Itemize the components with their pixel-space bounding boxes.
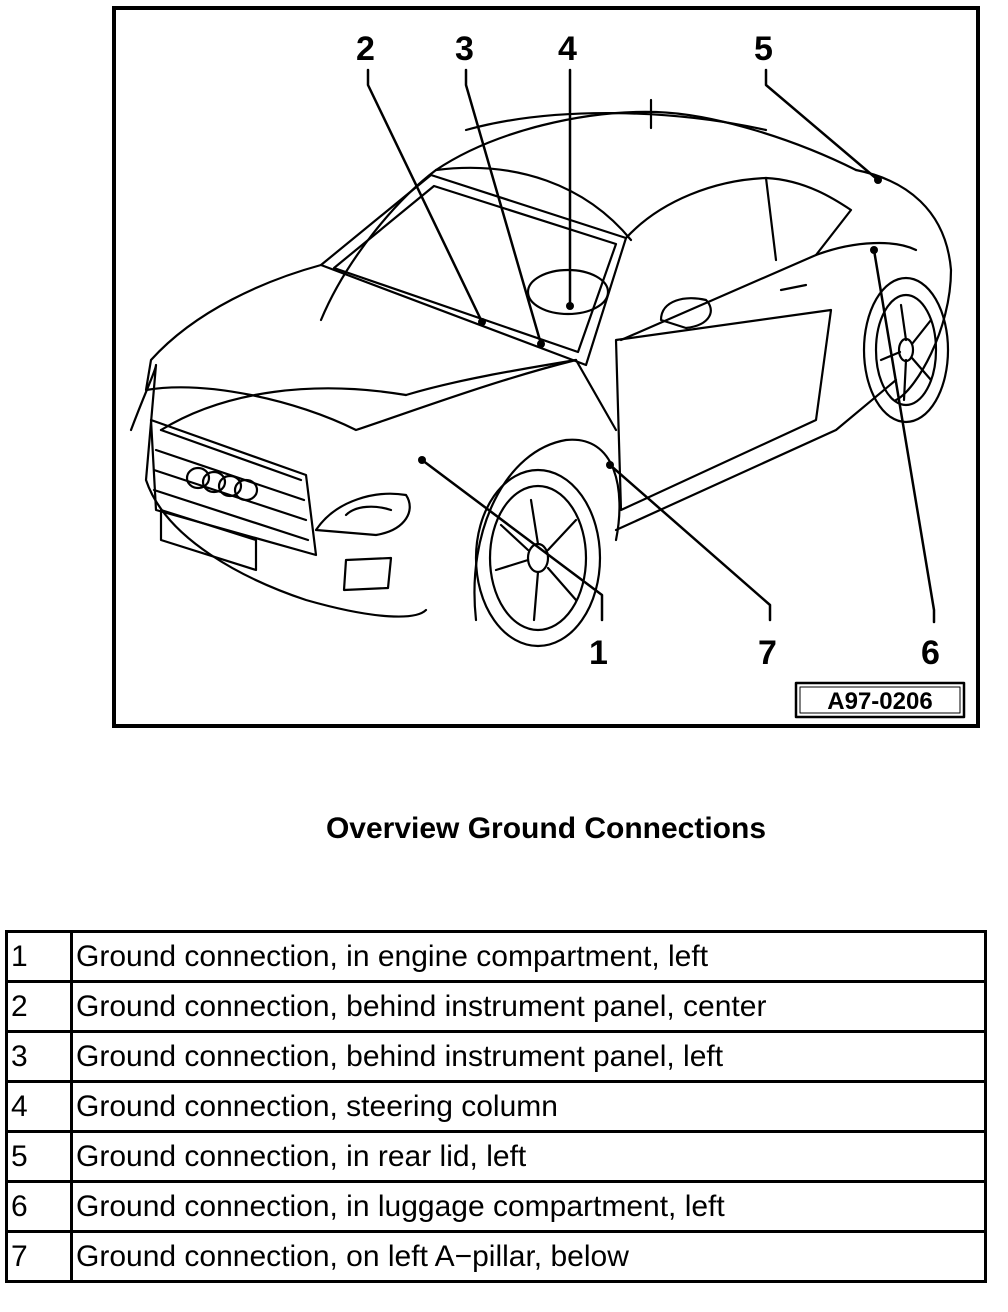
- legend-description: Ground connection, steering column: [70, 1080, 987, 1133]
- leader-line-7: [608, 463, 772, 622]
- legend-row: 7 Ground connection, on left A−pillar, b…: [5, 1230, 987, 1283]
- leader-line-3: [464, 68, 543, 346]
- legend-number: 7: [5, 1230, 73, 1283]
- legend-table: 1 Ground connection, in engine compartme…: [5, 930, 987, 1283]
- legend-description: Ground connection, in luggage compartmen…: [70, 1180, 987, 1233]
- legend-row: 2 Ground connection, behind instrument p…: [5, 980, 987, 1033]
- leader-line-5: [764, 68, 880, 182]
- leader-line-1: [420, 458, 604, 622]
- legend-description: Ground connection, in engine compartment…: [70, 930, 987, 983]
- legend-row: 6 Ground connection, in luggage compartm…: [5, 1180, 987, 1233]
- legend-row: 3 Ground connection, behind instrument p…: [5, 1030, 987, 1083]
- ground-point-markers: [418, 176, 882, 469]
- callout-5: 5: [754, 30, 773, 68]
- legend-description: Ground connection, in rear lid, left: [70, 1130, 987, 1183]
- leader-line-6: [872, 248, 936, 624]
- legend-body: 1 Ground connection, in engine compartme…: [5, 930, 987, 1283]
- leader-line-2: [366, 68, 484, 324]
- figure-id-box: A97-0206: [794, 681, 966, 719]
- legend-number: 1: [5, 930, 73, 983]
- legend-number: 6: [5, 1180, 73, 1233]
- legend-description: Ground connection, on left A−pillar, bel…: [70, 1230, 987, 1283]
- figure-id: A97-0206: [827, 688, 932, 715]
- callout-7: 7: [758, 634, 777, 672]
- legend-description: Ground connection, behind instrument pan…: [70, 1030, 987, 1083]
- legend-row: 5 Ground connection, in rear lid, left: [5, 1130, 987, 1183]
- legend-row: 1 Ground connection, in engine compartme…: [5, 930, 987, 983]
- car-body: [129, 98, 953, 648]
- callout-3: 3: [455, 30, 474, 68]
- page-title: Overview Ground Connections: [325, 812, 767, 845]
- callout-2: 2: [356, 30, 375, 68]
- callout-6: 6: [921, 634, 940, 672]
- callout-leader-lines: [366, 68, 936, 624]
- legend-description: Ground connection, behind instrument pan…: [70, 980, 987, 1033]
- callout-4: 4: [558, 30, 577, 68]
- legend-number: 2: [5, 980, 73, 1033]
- legend-number: 4: [5, 1080, 73, 1133]
- car-illustration: 1 2 3 4 5 6 7 A97-0206: [129, 30, 966, 719]
- legend-row: 4 Ground connection, steering column: [5, 1080, 987, 1133]
- car-diagram: 1 2 3 4 5 6 7 A97-0206: [112, 6, 980, 728]
- legend-number: 5: [5, 1130, 73, 1183]
- callout-labels: 1 2 3 4 5 6 7: [356, 30, 940, 672]
- legend-number: 3: [5, 1030, 73, 1083]
- callout-1: 1: [589, 634, 608, 672]
